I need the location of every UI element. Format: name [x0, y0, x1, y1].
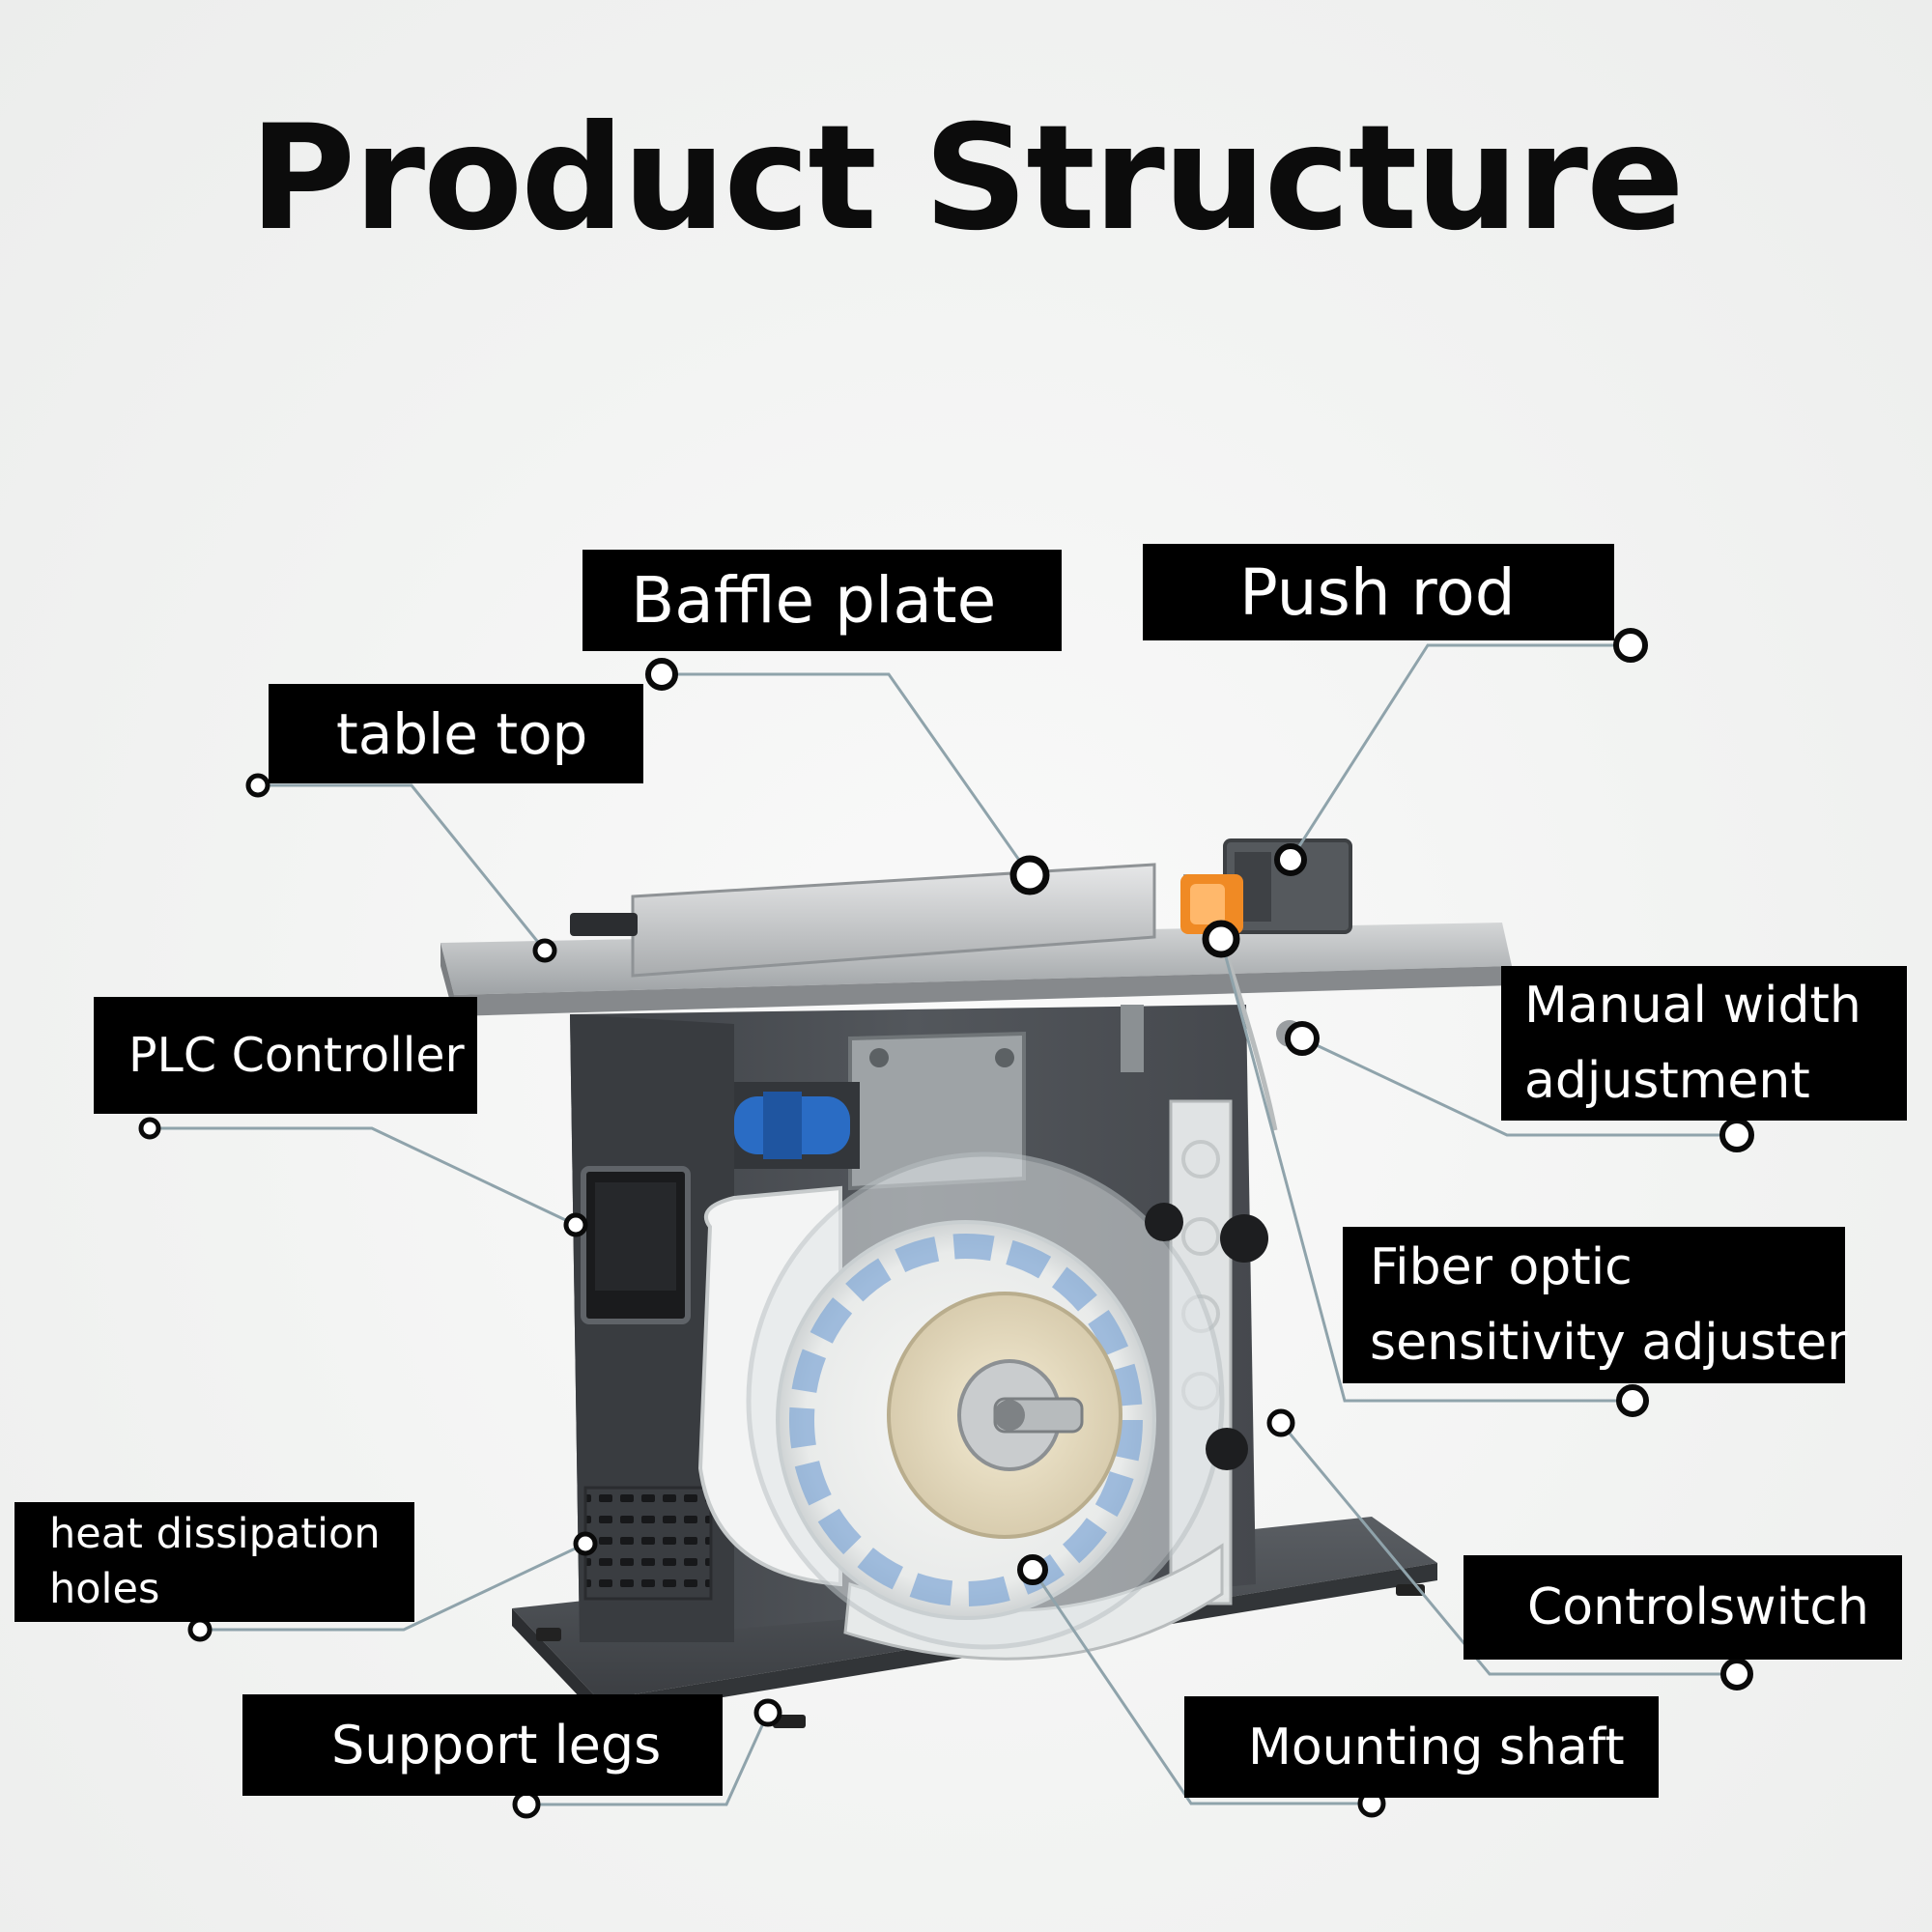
- marker-fiber-optic-label: [1616, 1384, 1649, 1417]
- marker-fiber-optic-part: [1202, 920, 1240, 958]
- label-manual-width-adjustment: Manual width adjustment: [1501, 966, 1907, 1121]
- label-manual-width-line-1: Manual width: [1524, 977, 1861, 1035]
- label-manual-width-line-2: adjustment: [1524, 1052, 1810, 1110]
- label-controlswitch-text: Controlswitch: [1527, 1578, 1869, 1636]
- leader-line-table-top: [258, 783, 547, 952]
- label-heat-dissipation-line-1: heat dissipation: [49, 1510, 381, 1558]
- marker-table-top-label: [245, 773, 270, 798]
- leader-line-heat-dissipation: [200, 1542, 586, 1632]
- page-title: Product Structure: [249, 95, 1685, 263]
- marker-heat-dissipation-part: [573, 1531, 598, 1556]
- fiber-optic-sensor: [1180, 874, 1278, 1131]
- label-push-rod: Push rod: [1143, 544, 1614, 640]
- label-fiber-optic-line-2: sensitivity adjuster: [1370, 1314, 1848, 1372]
- marker-plc-controller-part: [563, 1212, 588, 1237]
- label-mounting-shaft-text: Mounting shaft: [1248, 1718, 1625, 1776]
- label-plc-controller: PLC Controller: [94, 997, 477, 1114]
- marker-controlswitch-label: [1720, 1658, 1753, 1690]
- label-mounting-shaft: Mounting shaft: [1184, 1696, 1659, 1798]
- label-heat-dissipation-holes: heat dissipation holes: [14, 1502, 414, 1622]
- marker-manual-width-label: [1719, 1118, 1754, 1152]
- label-plc-controller-text: PLC Controller: [128, 1028, 465, 1083]
- label-push-rod-text: Push rod: [1239, 554, 1516, 630]
- label-support-legs-text: Support legs: [331, 1715, 662, 1776]
- marker-baffle-plate-label: [645, 658, 678, 691]
- label-table-top-text: table top: [336, 700, 588, 767]
- marker-plc-controller-label: [138, 1117, 161, 1140]
- marker-table-top-part: [532, 938, 557, 963]
- label-baffle-plate: Baffle plate: [582, 550, 1062, 651]
- marker-manual-width-part: [1285, 1021, 1320, 1056]
- leader-line-manual-width: [1301, 1037, 1737, 1137]
- label-guide-assembly: [734, 1005, 1144, 1191]
- label-support-legs: Support legs: [242, 1694, 723, 1796]
- marker-controlswitch-part: [1266, 1408, 1295, 1437]
- marker-mounting-shaft-part: [1017, 1554, 1048, 1585]
- leader-line-controlswitch: [1279, 1422, 1737, 1676]
- leader-line-fiber-optic: [1219, 938, 1633, 1403]
- label-baffle-plate-text: Baffle plate: [631, 563, 997, 638]
- label-controlswitch: Controlswitch: [1463, 1555, 1902, 1660]
- marker-support-legs-part: [753, 1698, 782, 1727]
- leader-line-baffle-plate: [662, 672, 1032, 876]
- marker-baffle-plate-part: [1009, 855, 1050, 895]
- mounting-shaft-hub: [957, 1359, 1084, 1471]
- label-fiber-optic-sensitivity-adjuster: Fiber optic sensitivity adjuster: [1343, 1227, 1848, 1383]
- label-table-top: table top: [269, 684, 643, 783]
- marker-push-rod-label: [1613, 628, 1648, 663]
- label-heat-dissipation-line-2: holes: [49, 1565, 160, 1613]
- adjustment-knobs: [1145, 1020, 1303, 1470]
- marker-push-rod-part: [1274, 843, 1307, 876]
- marker-support-legs-label: [512, 1790, 541, 1819]
- leader-line-push-rod: [1289, 643, 1631, 861]
- marker-heat-dissipation-label: [187, 1617, 213, 1642]
- label-fiber-optic-line-1: Fiber optic: [1370, 1238, 1633, 1296]
- leader-line-support-legs: [526, 1712, 770, 1806]
- leader-line-mounting-shaft: [1031, 1569, 1372, 1805]
- leader-line-plc-controller: [150, 1126, 577, 1227]
